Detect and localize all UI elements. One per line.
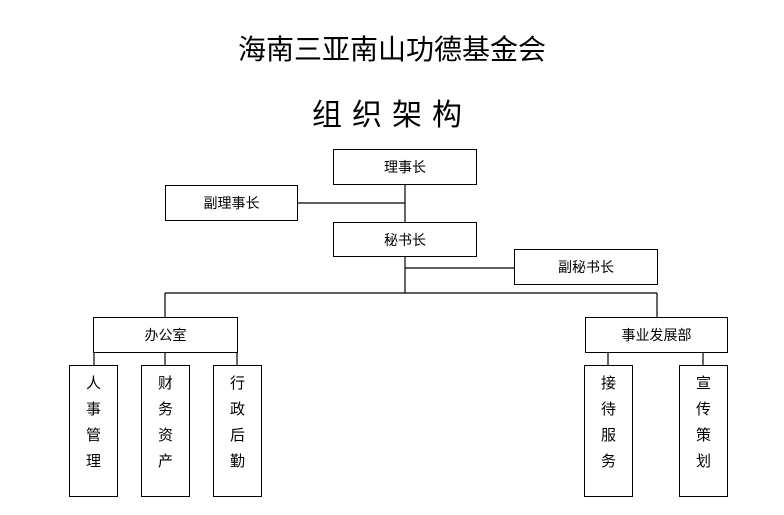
node-reception-char: 接 <box>600 374 616 392</box>
node-hr-char: 管 <box>85 426 101 444</box>
node-promotion-char: 划 <box>695 452 711 470</box>
node-business-dept: 事业发展部 <box>585 317 728 353</box>
node-promotion-char: 宣 <box>695 374 711 392</box>
node-secretary-general: 秘书长 <box>333 222 477 257</box>
page-title: 海南三亚南山功德基金会 <box>237 33 546 66</box>
node-deputy-secretary-general: 副秘书长 <box>514 249 658 285</box>
node-hr: 人 事 管 理 <box>69 365 118 497</box>
node-finance-char: 务 <box>157 400 173 418</box>
node-admin-char: 政 <box>229 400 245 418</box>
node-reception-char: 服 <box>600 426 616 444</box>
node-reception: 接 待 服 务 <box>584 365 633 497</box>
node-vice-chairman: 副理事长 <box>165 185 298 221</box>
node-hr-char: 人 <box>85 374 101 392</box>
node-finance-char: 产 <box>157 452 173 470</box>
node-finance: 财 务 资 产 <box>141 365 190 497</box>
node-finance-char: 资 <box>157 426 173 444</box>
node-office: 办公室 <box>93 317 238 353</box>
node-promotion-char: 策 <box>695 426 711 444</box>
node-admin: 行 政 后 勤 <box>213 365 262 497</box>
page-subtitle: 组织架构 <box>312 98 472 133</box>
node-reception-char: 待 <box>600 400 616 418</box>
node-hr-char: 理 <box>85 452 101 470</box>
node-chairman: 理事长 <box>333 149 477 185</box>
node-admin-char: 勤 <box>229 452 245 470</box>
node-admin-char: 后 <box>229 426 245 444</box>
node-hr-char: 事 <box>85 400 101 418</box>
node-admin-char: 行 <box>229 374 245 392</box>
node-finance-char: 财 <box>157 374 173 392</box>
node-reception-char: 务 <box>600 452 616 470</box>
node-promotion-char: 传 <box>695 400 711 418</box>
node-promotion: 宣 传 策 划 <box>679 365 728 497</box>
